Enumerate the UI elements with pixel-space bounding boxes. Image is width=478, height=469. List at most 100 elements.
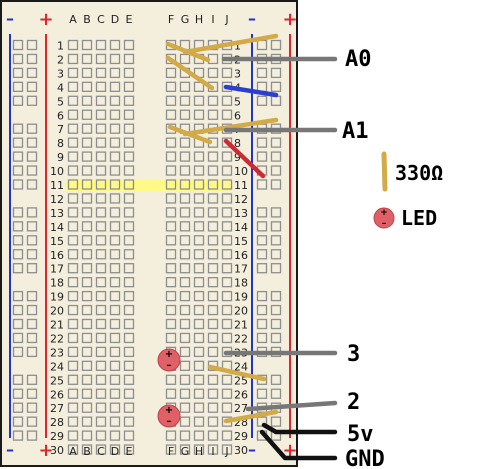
column-letter: A xyxy=(69,13,77,26)
hole xyxy=(221,374,233,385)
hole xyxy=(207,290,219,302)
label-gnd: GND xyxy=(345,447,385,469)
hole xyxy=(81,39,93,51)
row-number-right: 21 xyxy=(234,319,248,332)
hole xyxy=(81,416,93,427)
hole xyxy=(95,416,107,427)
hole xyxy=(207,332,219,344)
rail-hole xyxy=(270,304,282,316)
hole xyxy=(165,207,177,218)
rail-hole xyxy=(270,165,282,176)
hole xyxy=(109,179,121,190)
hole xyxy=(81,360,93,372)
rail-hole xyxy=(12,221,24,232)
hole xyxy=(109,290,121,302)
hole xyxy=(207,444,219,455)
column-letter: B xyxy=(83,445,91,458)
hole xyxy=(67,430,79,441)
hole xyxy=(67,263,79,274)
hole xyxy=(179,416,191,427)
rail-hole xyxy=(12,39,24,51)
hole xyxy=(165,263,177,274)
row-number-right: 8 xyxy=(234,137,241,150)
rail-hole xyxy=(256,290,268,302)
hole xyxy=(123,388,135,399)
hole xyxy=(179,193,191,204)
column-letter: G xyxy=(181,13,190,26)
hole xyxy=(123,123,135,134)
column-letter: C xyxy=(97,13,105,26)
hole xyxy=(95,165,107,176)
hole xyxy=(67,290,79,302)
row-12-highlight xyxy=(66,179,232,191)
hole xyxy=(67,151,79,162)
rail-hole xyxy=(12,249,24,260)
row-number-left: 27 xyxy=(50,402,64,415)
row-number-left: 13 xyxy=(50,207,64,220)
rail-hole xyxy=(12,430,24,441)
hole xyxy=(81,137,93,148)
rail-hole xyxy=(256,318,268,330)
rail-hole xyxy=(256,67,268,79)
hole xyxy=(67,39,79,51)
hole xyxy=(123,137,135,148)
hole xyxy=(165,109,177,120)
hole xyxy=(165,304,177,316)
rail-hole xyxy=(270,332,282,344)
hole xyxy=(193,374,205,385)
hole xyxy=(81,109,93,120)
hole xyxy=(109,165,121,176)
row-number-right: 14 xyxy=(234,221,248,234)
row-number-left: 20 xyxy=(50,305,64,318)
rail-hole xyxy=(256,304,268,316)
column-letter: E xyxy=(126,445,133,458)
hole xyxy=(123,430,135,441)
rail-hole xyxy=(12,346,24,358)
rail-hole xyxy=(12,179,24,190)
hole xyxy=(81,249,93,260)
hole xyxy=(67,444,79,455)
hole xyxy=(207,109,219,120)
hole xyxy=(207,388,219,399)
hole xyxy=(193,221,205,232)
label-a0: A0 xyxy=(345,47,372,72)
hole xyxy=(221,179,233,190)
hole xyxy=(165,151,177,162)
breadboard xyxy=(0,0,298,467)
hole xyxy=(109,235,121,246)
column-letter: I xyxy=(211,445,214,458)
hole xyxy=(67,53,79,65)
svg-text:–: – xyxy=(167,360,172,371)
hole xyxy=(179,207,191,218)
hole xyxy=(179,430,191,441)
hole xyxy=(165,290,177,302)
rail-hole xyxy=(26,151,38,162)
hole xyxy=(123,346,135,358)
row-number-left: 14 xyxy=(50,221,64,234)
hole xyxy=(193,304,205,316)
rail-hole xyxy=(256,151,268,162)
hole xyxy=(179,249,191,260)
right-minus-top: – xyxy=(248,9,256,28)
hole xyxy=(165,444,177,455)
rail-hole xyxy=(270,249,282,260)
hole xyxy=(109,360,121,372)
hole xyxy=(221,235,233,246)
hole xyxy=(81,165,93,176)
row-number-left: 19 xyxy=(50,291,64,304)
hole xyxy=(207,221,219,232)
hole xyxy=(221,193,233,204)
hole xyxy=(67,374,79,385)
rail-hole xyxy=(12,374,24,385)
hole xyxy=(193,332,205,344)
hole xyxy=(95,81,107,92)
hole xyxy=(67,235,79,246)
column-letter: F xyxy=(168,445,174,458)
row-number-left: 28 xyxy=(50,416,64,429)
hole xyxy=(207,430,219,441)
hole xyxy=(67,221,79,232)
rail-hole xyxy=(26,318,38,330)
hole xyxy=(193,416,205,427)
hole xyxy=(193,109,205,120)
